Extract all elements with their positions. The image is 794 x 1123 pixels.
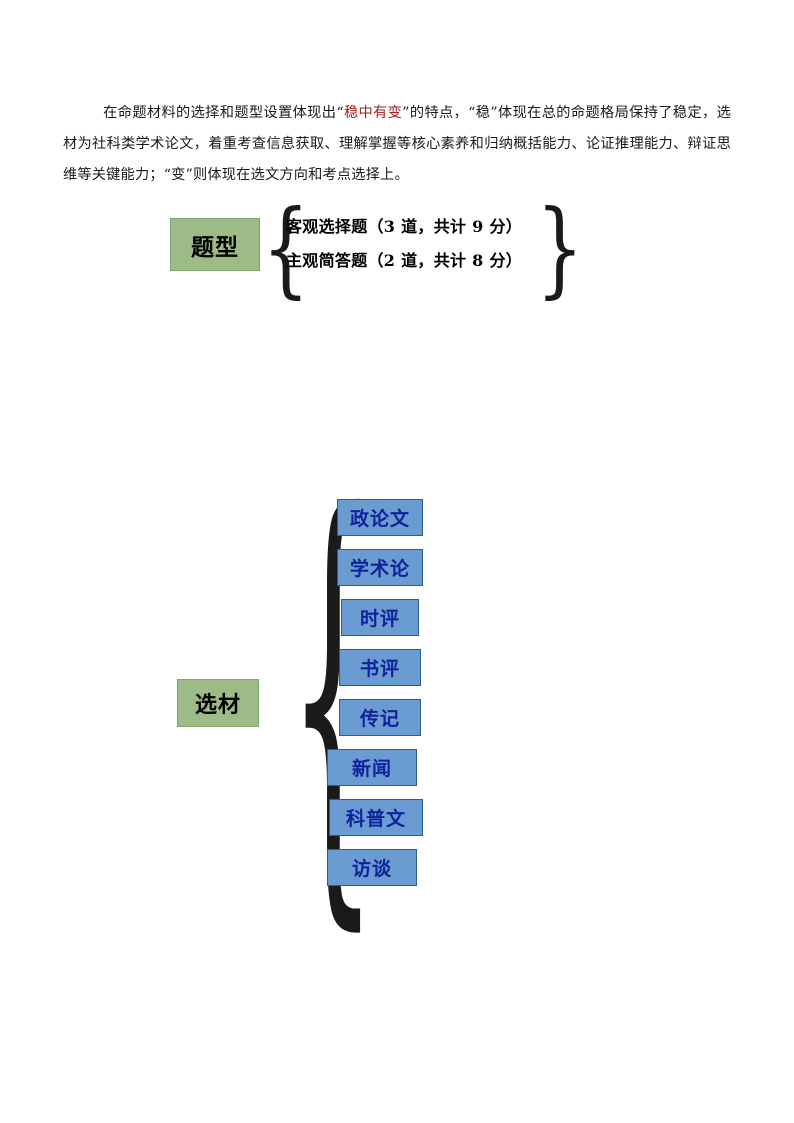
highlight-bian: 变 [171,167,186,184]
quote-close-1: ” [402,105,410,122]
question-type-label-box: 题型 [170,218,260,271]
question-type-item-list: 客观选择题（3 道，共计 9 分） 主观简答题（2 道，共计 8 分） [286,210,536,278]
highlight-wenzhongyoubian: 稳中有变 [343,105,403,122]
quote-open-2: “ [468,105,476,122]
quote-open-3: “ [163,167,172,184]
material-type-item: 书评 [339,649,421,686]
material-selection-label-box: 选材 [177,679,259,727]
material-type-item: 政论文 [337,499,423,536]
material-type-item: 时评 [341,599,419,636]
paragraph-text-part-2: 的特点， [409,105,469,122]
paragraph-text-part-4: 则体现在选文方向和考点选择上。 [193,167,409,184]
paragraph-text-part-3: 体现在总的命题格局保持了稳定，选材为社科类学术论文，着重考查信息获取、理解掌握等… [63,105,731,184]
quote-close-2: ” [490,105,498,122]
question-type-item: 主观简答题（2 道，共计 8 分） [286,251,523,270]
paragraph-text-part-1: 在命题材料的选择和题型设置体现出 [103,105,337,122]
highlight-wen: 稳 [475,105,491,122]
material-type-item: 科普文 [329,799,423,836]
material-type-item: 访谈 [327,849,417,886]
quote-close-3: ” [185,167,194,184]
quote-open-1: “ [336,105,344,122]
question-type-left-brace: { [262,187,310,309]
material-type-list: 政论文 学术论 时评 书评 传记 新闻 科普文 访谈 [325,499,455,899]
question-type-right-brace: } [536,187,584,309]
material-type-item: 新闻 [327,749,417,786]
question-type-item: 客观选择题（3 道，共计 9 分） [286,217,523,236]
intro-paragraph: 在命题材料的选择和题型设置体现出“稳中有变”的特点，“稳”体现在总的命题格局保持… [63,98,731,191]
material-type-item: 传记 [339,699,421,736]
material-type-item: 学术论 [337,549,423,586]
